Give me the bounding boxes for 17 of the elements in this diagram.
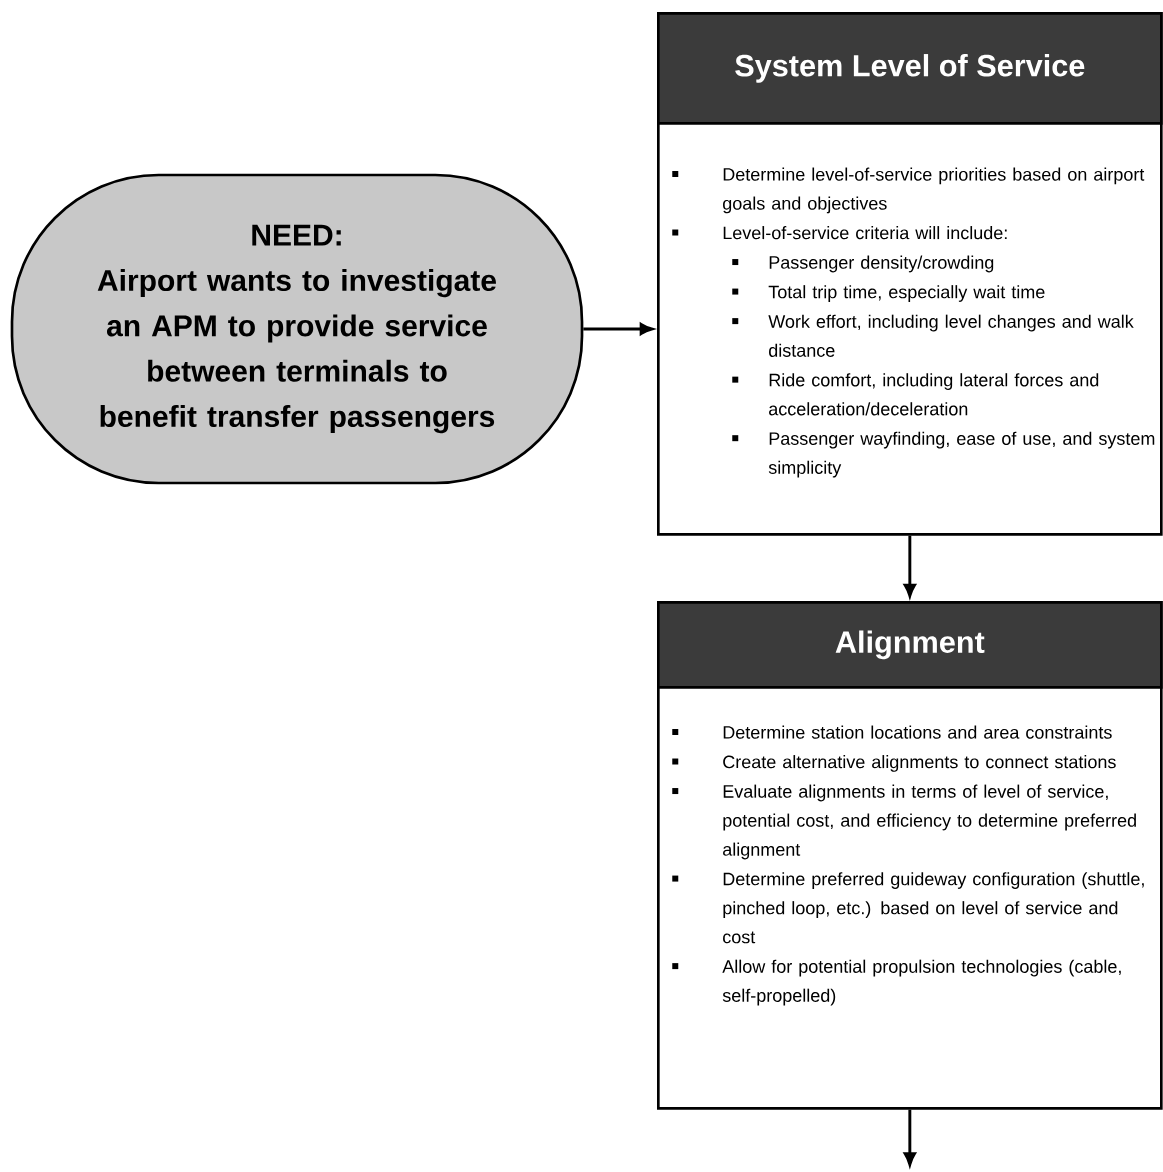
bullet-item: Level-of-service criteria will include: <box>672 226 1007 240</box>
need-pill: NEED: Airport wants to investigate an APM to provide service between terminals to benefit transfer passengers <box>10 173 584 485</box>
bullet-item: Allow for potential propulsion technologies (cable, self-propelled) <box>672 959 1121 1006</box>
bullet-item: Passenger wayfinding, ease of use, and system simplicity <box>732 431 1155 478</box>
header-band: System Level of Service <box>657 12 1163 125</box>
bullet-item: Determine level-of-service priorities based on airport goals and objectives <box>672 167 1145 214</box>
bullet-item: Determine preferred guideway configuration (shuttle, pinched loop, etc.) based on level of service and cost <box>672 872 1144 944</box>
arrow <box>583 322 654 336</box>
bullet-item: Evaluate alignments in terms of level of service, potential cost, and efficiency to determine preferred alignment <box>672 784 1136 860</box>
bullet-item: Passenger density/crowding <box>732 255 994 273</box>
bullet-item: Total trip time, especially wait time <box>732 285 1045 302</box>
header-band: Alignment <box>657 601 1163 689</box>
bullet-item: Create alternative alignments to connect stations <box>672 755 1116 772</box>
bullet-item: Work effort, including level changes and walk distance <box>732 314 1134 357</box>
bullet-item: Determine station locations and area constraints <box>672 725 1112 739</box>
bullet-item: Ride comfort, including lateral forces and acceleration/deceleration <box>732 373 1099 416</box>
arrow <box>903 535 916 598</box>
